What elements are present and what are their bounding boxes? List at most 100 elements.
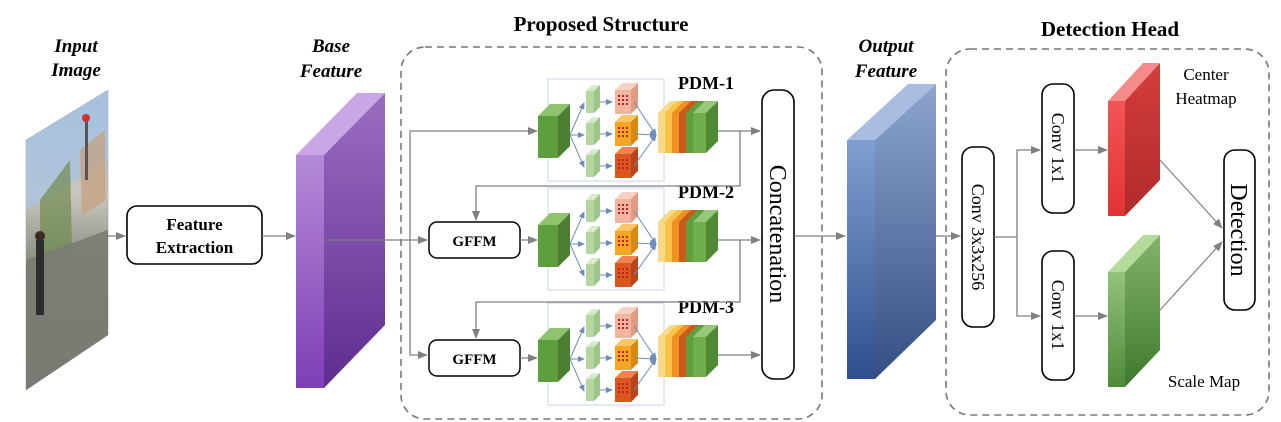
pdm-kernel-dot: [622, 131, 624, 133]
pdm-dilation-block: [615, 371, 638, 402]
proposed-structure-dashed-frame: [400, 46, 823, 420]
pdm-dilation-block: [615, 83, 638, 114]
conv1x1-box-bottom: Conv 1x1: [1041, 250, 1075, 381]
output-feature-label-line2: Feature: [854, 61, 918, 82]
scale-map-label: Scale Map: [1168, 372, 1240, 391]
pdm-kernel-dot: [626, 272, 628, 274]
pdm-merge-arrow: [633, 325, 657, 360]
pdm-kernel-dot: [622, 244, 624, 246]
pdm-kernel-dot: [622, 236, 624, 238]
pdm-kernel-dot: [626, 359, 628, 361]
pdm-kernel-dot: [622, 240, 624, 242]
base-feature-label-line2: Feature: [299, 61, 363, 82]
pdm-branch-block: [586, 117, 600, 145]
pdm-branch-block: [586, 85, 600, 113]
pdm-kernel-dot: [622, 212, 624, 214]
pdm-dilation-block: [615, 192, 638, 223]
pdm-kernel-dot: [622, 383, 624, 385]
pdm-kernel-dot: [618, 208, 620, 210]
base-feature-connectors: [325, 127, 538, 359]
pdm-kernel-dot: [626, 95, 628, 97]
pdm-kernel-dot: [618, 351, 620, 353]
conv3x3-box: Conv 3x3x256: [961, 146, 995, 328]
pdm-dilation-block: [615, 147, 638, 178]
pdm-kernel-dot: [626, 159, 628, 161]
pdm-kernel-dot: [626, 383, 628, 385]
pdm-kernel-dot: [622, 208, 624, 210]
pdm-kernel-dot: [618, 127, 620, 129]
pdm-kernel-dot: [626, 167, 628, 169]
pdm-kernel-dot: [622, 319, 624, 321]
conv3-splits: [994, 146, 1041, 320]
pdm-kernel-dot: [622, 355, 624, 357]
pdm-label-2: PDM-2: [678, 182, 734, 202]
pdm-dilation-block: [615, 115, 638, 146]
pdm-output-block: [693, 101, 718, 153]
pdm-branch-arrow: [569, 211, 585, 245]
pdm-dilation-block: [615, 224, 638, 255]
pdm-kernel-dot: [618, 135, 620, 137]
pdm-module-1: PDM-1: [538, 73, 734, 182]
pdm-output-block: [693, 210, 718, 262]
pdm-kernel-dot: [622, 99, 624, 101]
pdm-kernel-dot: [622, 391, 624, 393]
pdm-kernel-dot: [618, 323, 620, 325]
pdm-kernel-dot: [626, 244, 628, 246]
pdm-kernel-dot: [618, 359, 620, 361]
pdm-kernel-dot: [618, 167, 620, 169]
input-image-section: Input Image: [25, 36, 109, 391]
concatenation-label: Concatenation: [764, 165, 790, 304]
pdm-kernel-dot: [618, 327, 620, 329]
detection-label: Detection: [1225, 183, 1251, 276]
pdm-kernel-dot: [626, 103, 628, 105]
pdm-label-3: PDM-3: [678, 297, 734, 317]
pdm-kernel-dot: [622, 159, 624, 161]
pdm-kernel-dot: [618, 99, 620, 101]
pdm-kernel-dot: [618, 236, 620, 238]
pdm-branch-block: [586, 309, 600, 337]
pdm-branch-arrow: [569, 243, 585, 277]
pdm-kernel-dot: [618, 240, 620, 242]
pdm-merge-arrow: [633, 134, 657, 167]
base-feature-block: Base Feature: [296, 36, 385, 388]
conv3x3-label: Conv 3x3x256: [968, 184, 988, 291]
pdm-kernel-dot: [622, 268, 624, 270]
pdm-kernel-dot: [626, 327, 628, 329]
pdm-kernel-dot: [622, 387, 624, 389]
center-heatmap-label-line2: Heatmap: [1175, 89, 1236, 108]
pdm-branch-arrow: [569, 358, 585, 392]
pdm-kernel-dot: [618, 391, 620, 393]
pdm-kernel-dot: [626, 131, 628, 133]
pdm-label-1: PDM-1: [678, 73, 734, 93]
pdm-kernel-dot: [618, 103, 620, 105]
pdm-merge-arrow: [633, 210, 657, 245]
detection-head-title: Detection Head: [1041, 17, 1180, 41]
feature-extraction-box: Feature Extraction: [126, 205, 263, 265]
pdm-kernel-dot: [626, 99, 628, 101]
center-heatmap-label-line1: Center: [1183, 65, 1229, 84]
pdm-merge-arrow: [633, 101, 657, 136]
conv1x1-label-top: Conv 1x1: [1048, 113, 1068, 184]
pdm-kernel-dot: [626, 127, 628, 129]
pdm-kernel-dot: [626, 391, 628, 393]
center-heatmap-block: Center Heatmap: [1108, 63, 1237, 216]
pdm-kernel-dot: [618, 319, 620, 321]
pdm-to-concat-connectors: [718, 127, 761, 359]
pdm-kernel-dot: [618, 95, 620, 97]
pdm-kernel-dot: [622, 272, 624, 274]
pdm-dilation-block: [615, 307, 638, 338]
pdm-kernel-dot: [618, 204, 620, 206]
conv1x1-label-bottom: Conv 1x1: [1048, 280, 1068, 351]
output-feature-block: Output Feature: [847, 36, 936, 379]
pdm-kernel-dot: [622, 327, 624, 329]
gffm-label-1: GFFM: [452, 234, 496, 250]
pdm-module-3: PDM-3: [538, 297, 734, 406]
pdm-input-block: [538, 104, 570, 158]
scale-map-block: Scale Map: [1108, 235, 1240, 391]
pdm-kernel-dot: [618, 244, 620, 246]
pdm-kernel-dot: [626, 236, 628, 238]
pdm-branch-block: [586, 149, 600, 177]
pdm-kernel-dot: [622, 351, 624, 353]
pdm-merge-arrow: [633, 243, 657, 276]
input-image-label-line1: Input: [53, 36, 98, 57]
